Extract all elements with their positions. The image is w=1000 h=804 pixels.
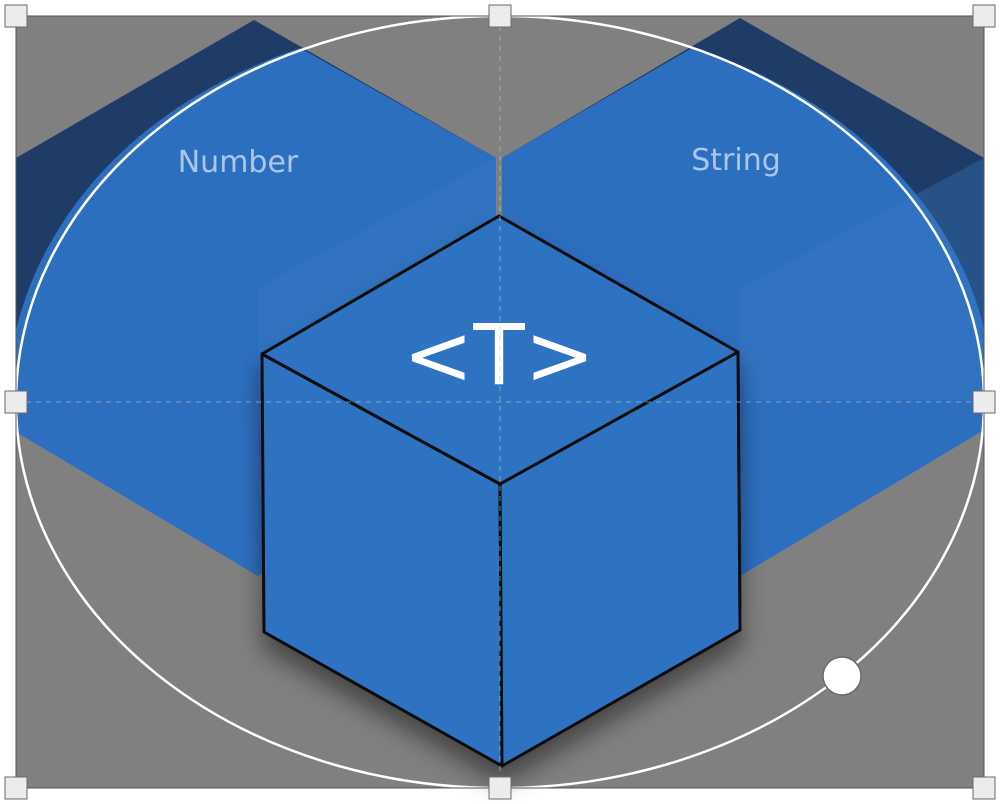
cube-label: <T> — [403, 306, 595, 404]
square-handle-icon[interactable] — [4, 776, 28, 800]
square-handle-icon[interactable] — [488, 776, 512, 800]
generic-cube — [260, 214, 742, 768]
square-handle-icon[interactable] — [488, 4, 512, 28]
square-handle-icon[interactable] — [4, 390, 28, 414]
number-card-label: Number — [178, 145, 299, 180]
square-handle-icon[interactable] — [4, 4, 28, 28]
string-card-label: String — [691, 143, 781, 178]
square-handle-icon[interactable] — [972, 4, 996, 28]
circle-handle-icon[interactable] — [822, 656, 862, 696]
square-handle-icon[interactable] — [972, 390, 996, 414]
square-handle-icon[interactable] — [972, 776, 996, 800]
string-card-inner — [740, 158, 984, 400]
